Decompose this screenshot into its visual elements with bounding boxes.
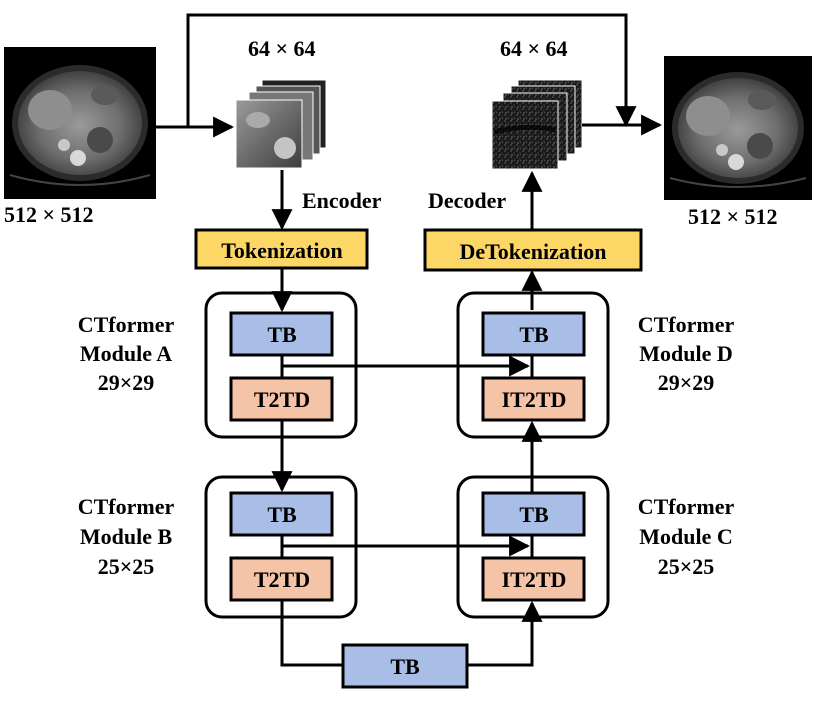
module-a-caption-line2: Module A [80,341,172,366]
bottleneck-tb-label: TB [390,654,420,679]
module-c-it2td-label: IT2TD [502,567,567,592]
module-a-caption: CTformer Module A 29×29 [78,312,175,395]
module-d-caption: CTformer Module D 29×29 [638,312,735,395]
input-ct-image [4,47,156,199]
module-c-caption-line2: Module C [639,524,733,549]
output-ct-image [664,56,812,200]
module-b-caption-line3: 25×25 [98,554,155,579]
module-a-tb-label: TB [267,322,297,347]
decoder-label: Decoder [428,188,506,213]
module-a-caption-line1: CTformer [78,312,175,337]
skip-connection-arrow [186,13,637,128]
module-c-caption-line1: CTformer [638,494,735,519]
module-a-caption-line3: 29×29 [98,370,155,395]
output-size-label: 512 × 512 [688,204,778,229]
patch-size-right-label: 64 × 64 [500,36,568,61]
module-c-caption-line3: 25×25 [658,554,715,579]
module-b-caption: CTformer Module B 25×25 [78,494,175,579]
module-c-caption: CTformer Module C 25×25 [638,494,735,579]
module-c: TB IT2TD [456,475,610,619]
module-b-caption-line2: Module B [80,524,173,549]
bottleneck-tb-block [341,643,469,689]
detokenization-label: DeTokenization [459,239,606,264]
tokenization-box [194,228,369,270]
module-b-to-bottleneck-line [280,600,343,667]
module-b-t2td-label: T2TD [254,567,310,592]
noise-patch-stack [491,79,583,170]
encoder-label: Encoder [302,188,382,213]
module-c-tb-label: TB [519,502,549,527]
input-size-label: 512 × 512 [4,202,94,227]
module-d-caption-line1: CTformer [638,312,735,337]
module-b-caption-line1: CTformer [78,494,175,519]
module-a-t2td-block [229,376,334,422]
module-b-tb-label: TB [267,502,297,527]
module-d-it2td-label: IT2TD [502,387,567,412]
module-a: TB T2TD [204,291,358,439]
module-c-it2td-block [481,556,586,602]
module-d-tb-label: TB [519,322,549,347]
bottleneck-to-module-c-arrow [467,600,543,667]
patch-size-left-label: 64 × 64 [248,36,316,61]
module-a-t2td-label: T2TD [254,387,310,412]
module-d-caption-line3: 29×29 [658,370,715,395]
module-b: TB T2TD [204,475,358,619]
module-d-caption-line2: Module D [639,341,733,366]
input-patch-stack [235,79,327,169]
tokenization-label: Tokenization [221,238,342,263]
